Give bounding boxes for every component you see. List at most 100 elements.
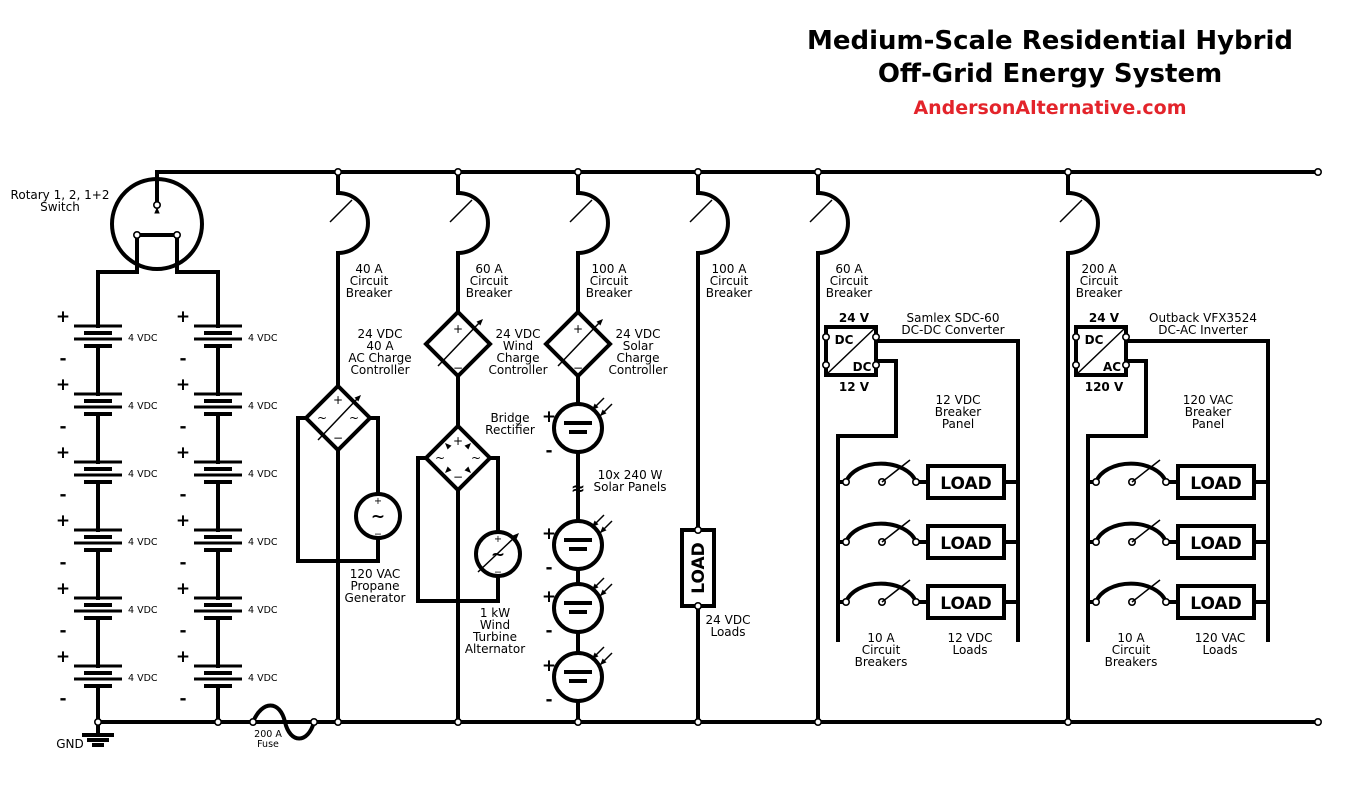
solar-controller-label: Charge — [616, 351, 659, 365]
circuit-breaker-arc — [1065, 190, 1100, 256]
breaker-terminal — [693, 168, 702, 177]
circuit-breaker-arc — [575, 190, 610, 256]
light-arrow — [600, 409, 607, 416]
panel-breaker-arc — [843, 461, 919, 485]
battery-voltage-label: 4 VDC — [128, 469, 158, 480]
battery-minus: - — [179, 689, 186, 709]
breaker-label: Breaker — [826, 286, 873, 300]
inverter-breaker-bus — [1086, 359, 1148, 642]
battery-voltage-label: 4 VDC — [248, 605, 278, 616]
terminal — [911, 477, 920, 486]
diagram-title-line2: Off-Grid Energy System — [877, 59, 1223, 89]
panel-breaker-lever — [881, 579, 911, 603]
converter-bottom-label: 12 V — [839, 380, 870, 394]
generator-label: Propane — [351, 579, 400, 593]
panel-breaker-arc — [843, 521, 919, 545]
bus-junction — [333, 717, 342, 726]
breaker-lever — [809, 199, 833, 223]
converter-load-box — [926, 524, 1006, 560]
converter-loads-label: Loads — [952, 643, 987, 657]
polarity-minus: − — [494, 567, 502, 578]
terminal — [841, 537, 850, 546]
battery-plus: + — [56, 443, 70, 463]
light-arrow — [600, 658, 607, 665]
breaker-amps-label: 40 A — [355, 262, 383, 276]
switch-arrow — [154, 207, 160, 214]
circuit-breaker-arc — [335, 190, 370, 256]
battery-plus: + — [176, 511, 190, 531]
battery-voltage-label: 4 VDC — [248, 401, 278, 412]
panel-breaker-arc — [843, 581, 919, 605]
battery-voltage-label: 4 VDC — [128, 401, 158, 412]
breaker-amps-label: 200 A — [1082, 262, 1118, 276]
panel-breaker-arc — [1093, 461, 1169, 485]
dc-load-label: Loads — [710, 625, 745, 639]
inverter-load-text: LOAD — [1190, 474, 1242, 494]
load-terminal — [693, 601, 702, 610]
breaker-lever — [329, 199, 353, 223]
diode — [464, 443, 471, 450]
breaker-label: Circuit — [1080, 274, 1119, 288]
solar-panel — [552, 519, 604, 571]
fuse-label: Fuse — [257, 739, 279, 750]
converter-box — [824, 325, 878, 377]
generator-loop — [368, 416, 380, 497]
inverter-panel-label: 120 VAC — [1183, 393, 1234, 407]
battery-bank-right — [194, 324, 242, 688]
inverter-load-box — [1176, 524, 1256, 560]
battery-minus: - — [179, 349, 186, 369]
terminal — [821, 360, 830, 369]
breaker-label: Breaker — [706, 286, 753, 300]
terminal — [1162, 537, 1171, 546]
light-arrow — [600, 526, 607, 533]
battery-minus: - — [179, 417, 186, 437]
inverter-load-box — [1176, 584, 1256, 620]
breaker-terminal — [1064, 168, 1073, 177]
inverter-load-text: LOAD — [1190, 534, 1242, 554]
breaker-label: Breaker — [1076, 286, 1123, 300]
switch-to-banks — [96, 233, 220, 324]
ac-controller-label: 24 VDC — [358, 327, 403, 341]
switch-terminal — [133, 231, 142, 240]
battery-minus: - — [179, 485, 186, 505]
circuit-breaker-arc — [695, 190, 730, 256]
fuse-terminal — [309, 717, 318, 726]
website-label[interactable]: AndersonAlternative.com — [913, 97, 1187, 119]
breaker-lever — [449, 199, 473, 223]
terminal — [1122, 360, 1131, 369]
controller-arrow — [476, 319, 483, 326]
fuse-symbol — [250, 703, 317, 741]
wind-controller-label: 24 VDC — [496, 327, 541, 341]
controller-arrow — [354, 395, 361, 402]
turbine-label: Turbine — [472, 630, 517, 644]
inverter-load-box — [1176, 464, 1256, 500]
controller-adjust — [317, 397, 359, 441]
breaker-label: Circuit — [350, 274, 389, 288]
wind-controller-label: Charge — [496, 351, 539, 365]
solar-panels-label: 10x 240 W — [598, 468, 663, 482]
battery-plus: + — [176, 307, 190, 327]
wind-controller-label: Wind — [503, 339, 533, 353]
diode — [445, 443, 452, 450]
polarity-plus: + — [542, 656, 556, 676]
battery-minus: - — [179, 553, 186, 573]
battery-voltage-label: 4 VDC — [248, 673, 278, 684]
battery-minus: - — [59, 689, 66, 709]
breaker-terminal — [813, 168, 822, 177]
inverter-load-text: LOAD — [1190, 594, 1242, 614]
battery-bank-left — [74, 324, 122, 688]
polarity-plus: + — [542, 407, 556, 427]
polarity-minus: − — [374, 529, 382, 540]
polarity-plus: + — [333, 393, 343, 407]
breaker-lever — [1059, 199, 1083, 223]
diode — [445, 466, 452, 473]
bus-junction — [573, 717, 582, 726]
panel-breaker-lever — [1131, 459, 1161, 483]
battery-plus: + — [176, 647, 190, 667]
ac-symbol: ~ — [349, 411, 359, 425]
solar-panel — [552, 582, 604, 634]
breaker-lever — [689, 199, 713, 223]
breaker-label: Circuit — [470, 274, 509, 288]
battery-voltage-label: 4 VDC — [128, 537, 158, 548]
